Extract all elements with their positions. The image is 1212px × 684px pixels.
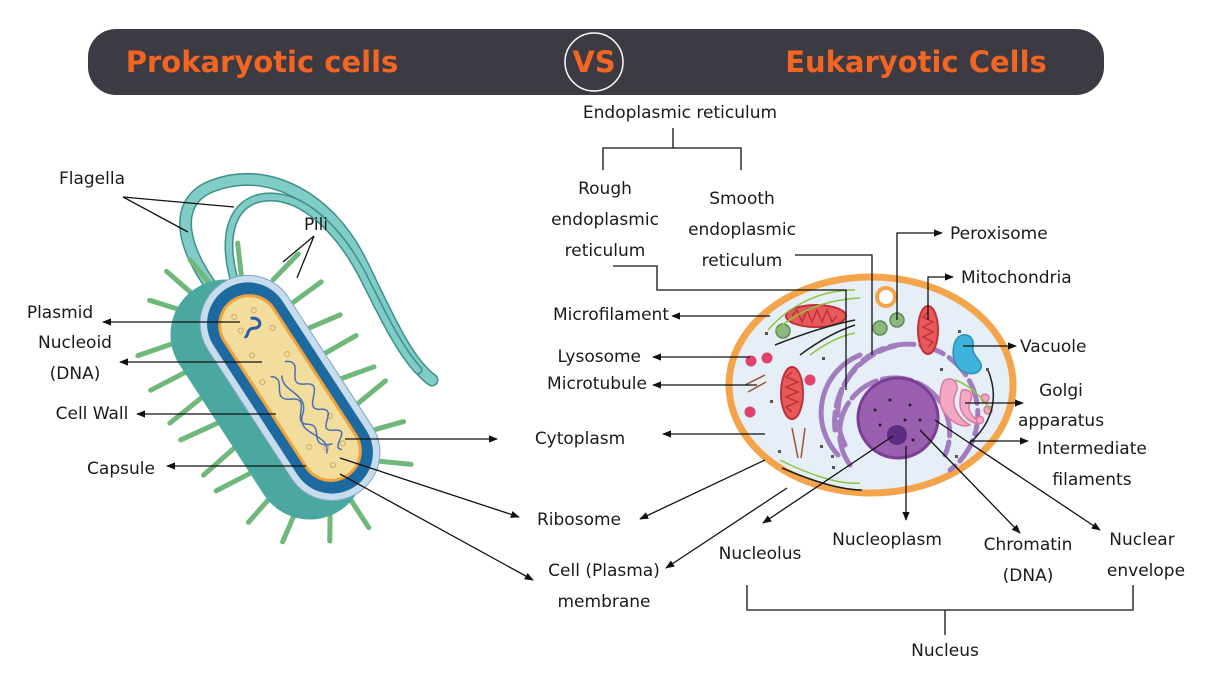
prokaryotic-cell-illustration: [135, 172, 439, 545]
eukaryotic-cell-illustration: [725, 273, 1017, 497]
label-cell-wall: Cell Wall: [56, 404, 129, 424]
label-intermediate-filaments-2: filaments: [1052, 470, 1131, 490]
label-nucleoid-dna: (DNA): [50, 364, 101, 384]
label-pili: Pili: [304, 215, 328, 235]
label-ribosome: Ribosome: [537, 510, 621, 530]
label-smooth-er-2: endoplasmic: [688, 220, 796, 240]
label-microtubule: Microtubule: [547, 374, 647, 394]
label-nucleolus: Nucleolus: [719, 544, 802, 564]
label-endoplasmic-reticulum: Endoplasmic reticulum: [583, 103, 777, 123]
label-cell-membrane-2: membrane: [557, 592, 650, 612]
label-rough-er-2: endoplasmic: [551, 210, 659, 230]
label-plasmid: Plasmid: [27, 303, 93, 323]
label-nuclear-envelope-2: envelope: [1107, 561, 1185, 581]
label-nuclear-envelope: Nuclear: [1109, 530, 1174, 550]
label-cell-membrane: Cell (Plasma): [548, 561, 660, 581]
eukaryotic-title: Eukaryotic Cells: [785, 45, 1047, 79]
label-intermediate-filaments: Intermediate: [1037, 439, 1147, 459]
label-microfilament: Microfilament: [553, 305, 669, 325]
title-banner: Prokaryotic cells VS Eukaryotic Cells: [88, 29, 1104, 95]
label-chromatin-dna: (DNA): [1003, 566, 1054, 586]
label-smooth-er-1: Smooth: [709, 189, 775, 209]
label-golgi-2: apparatus: [1018, 411, 1104, 431]
label-cytoplasm: Cytoplasm: [535, 429, 625, 449]
label-nucleoplasm: Nucleoplasm: [832, 530, 942, 550]
prokaryotic-title: Prokaryotic cells: [126, 45, 399, 79]
label-flagella: Flagella: [59, 169, 125, 189]
label-capsule: Capsule: [87, 459, 155, 479]
label-nucleus: Nucleus: [911, 641, 979, 661]
label-rough-er-1: Rough: [578, 179, 632, 199]
label-rough-er-3: reticulum: [565, 241, 646, 261]
vs-circle: [564, 32, 624, 92]
label-nucleoid: Nucleoid: [38, 333, 112, 353]
connector-lines: [102, 128, 1134, 635]
label-peroxisome: Peroxisome: [950, 224, 1048, 244]
label-chromatin: Chromatin: [984, 535, 1073, 555]
label-mitochondria: Mitochondria: [961, 268, 1072, 288]
label-golgi: Golgi: [1039, 381, 1083, 401]
label-vacuole: Vacuole: [1020, 337, 1086, 357]
label-lysosome: Lysosome: [557, 347, 641, 367]
label-smooth-er-3: reticulum: [702, 251, 783, 271]
vs-label: VS: [572, 45, 615, 79]
